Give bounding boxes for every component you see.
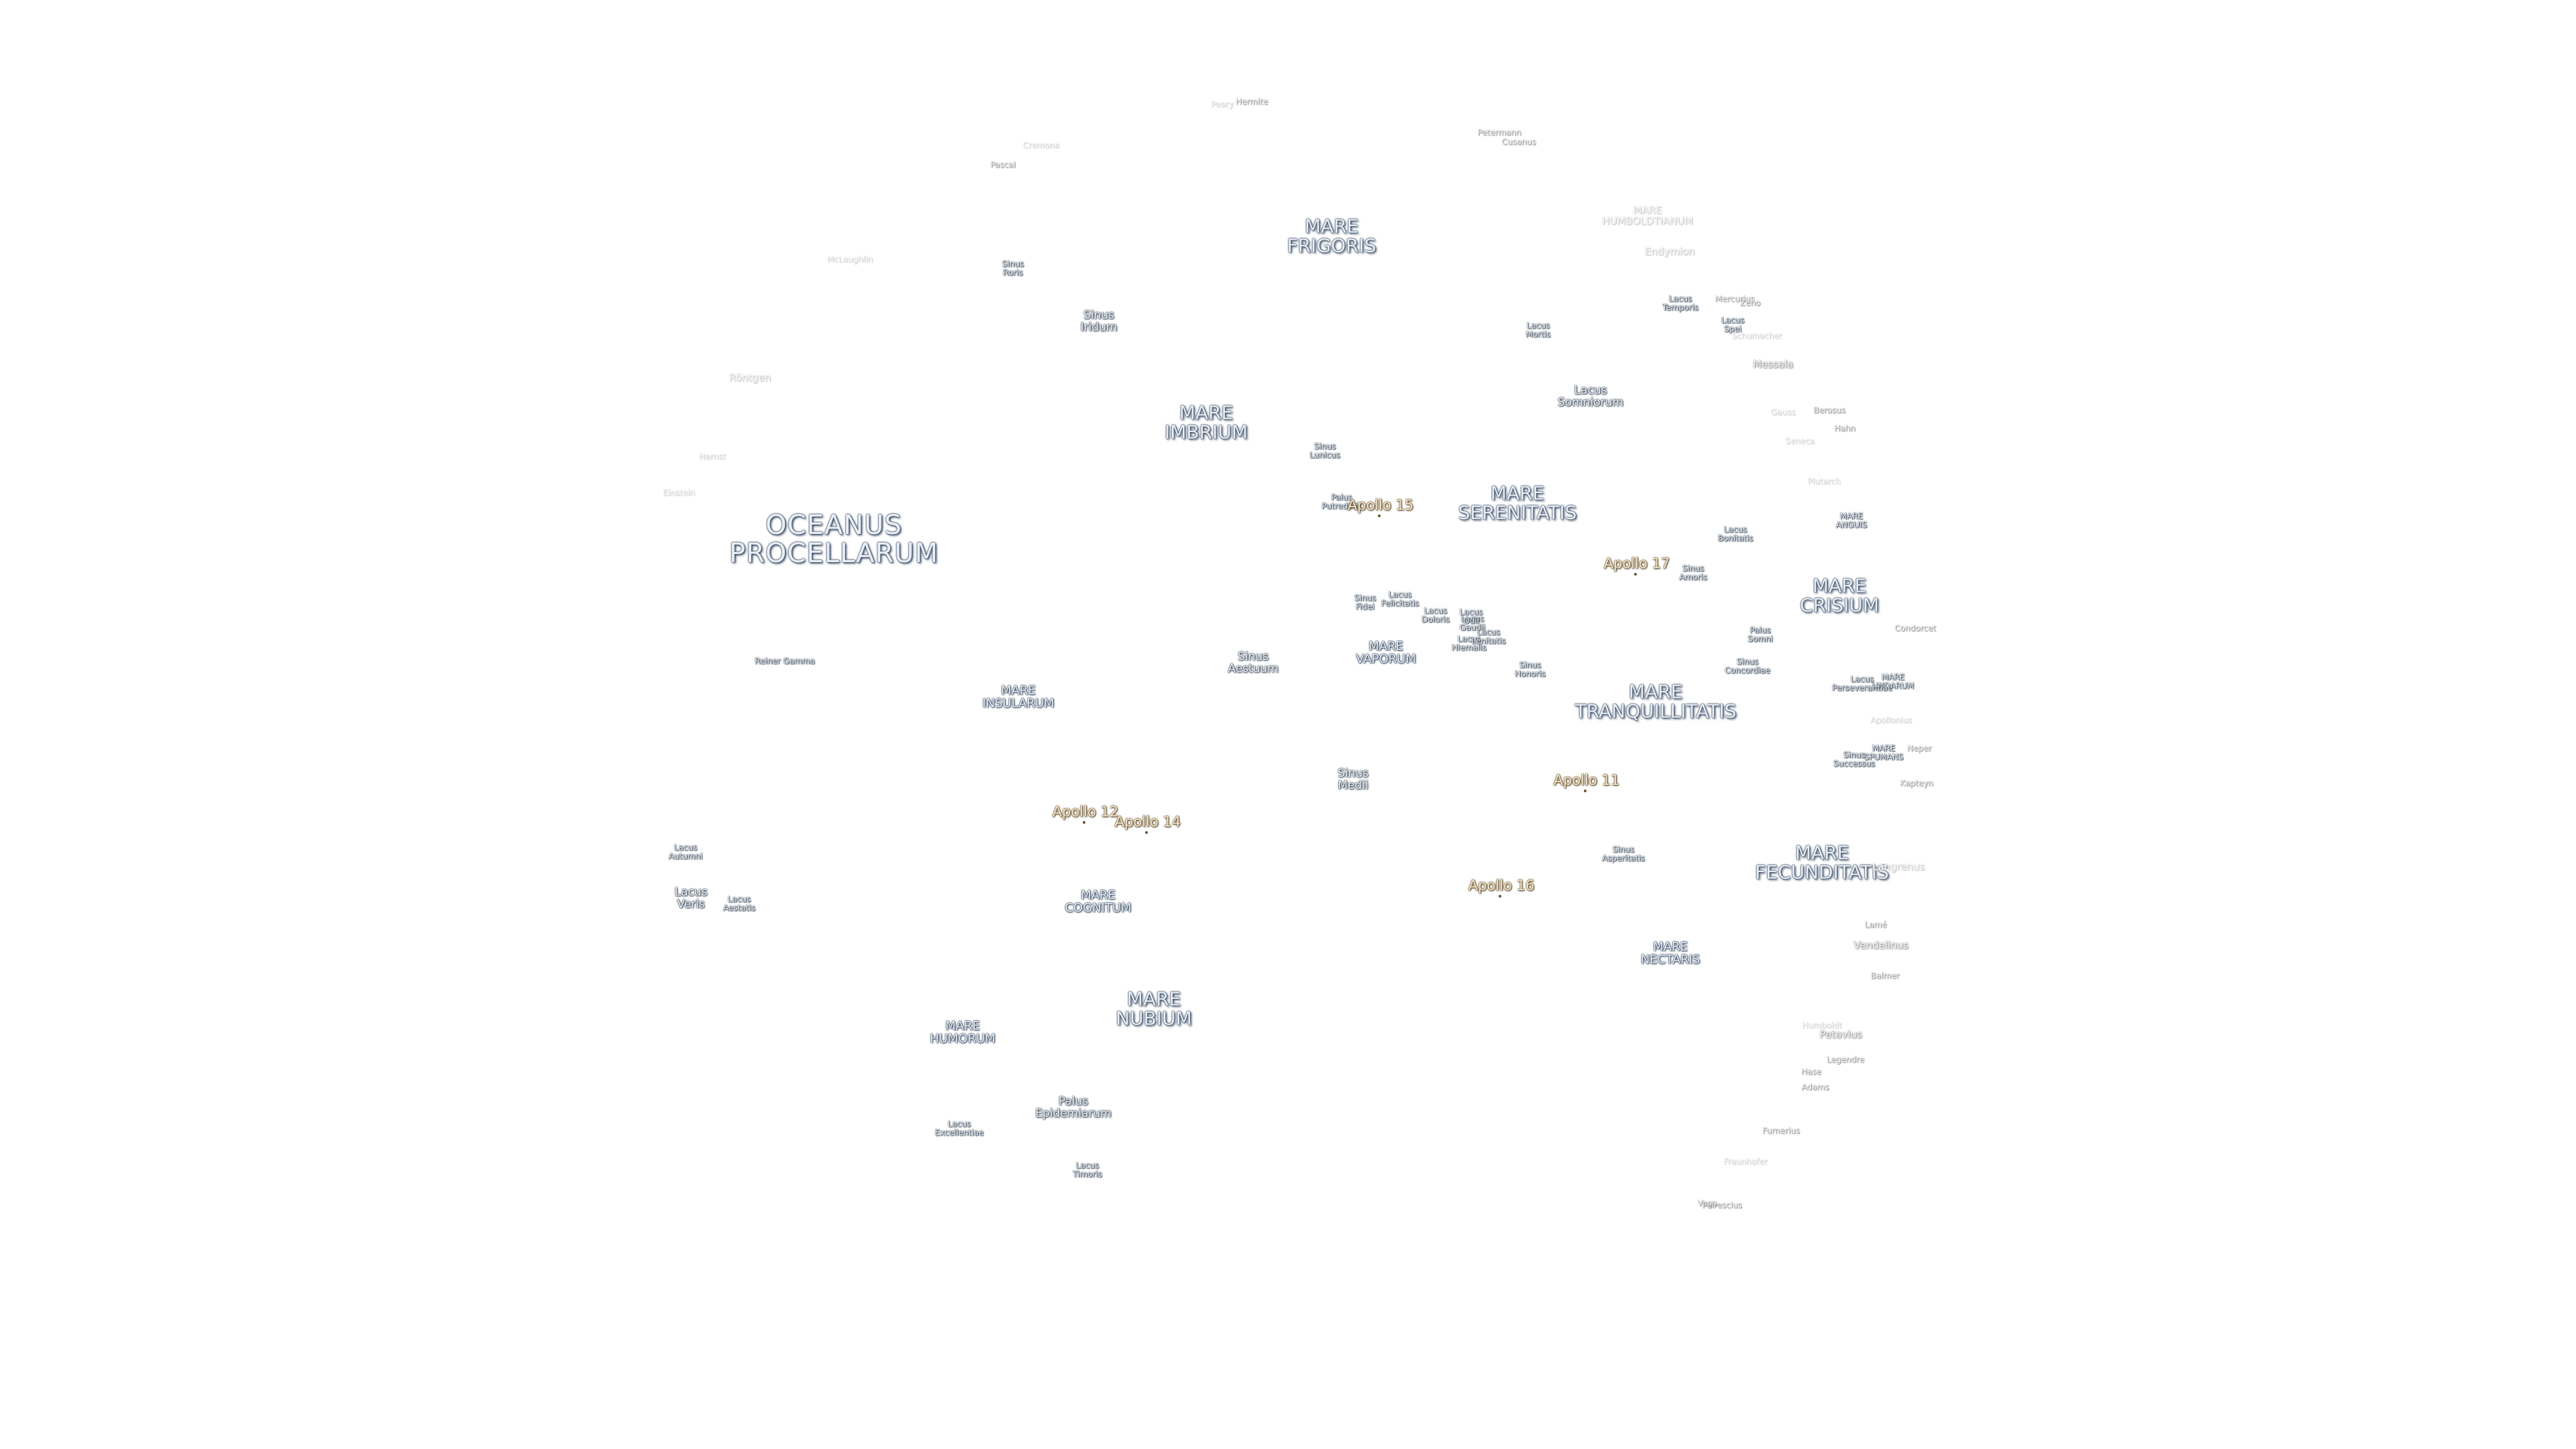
map-label-mare-humorum[interactable]: MARE HUMORUM [930, 1019, 996, 1046]
apollo-site-apollo-14[interactable]: Apollo 14 [1114, 813, 1181, 830]
map-label-neper[interactable]: Neper [1907, 743, 1932, 753]
map-label-mare-undarum[interactable]: MARE UNDARUM [1872, 672, 1915, 690]
map-label-sinus-honoris[interactable]: Sinus Honoris [1515, 660, 1546, 678]
map-label-mercurius[interactable]: Mercurius [1715, 294, 1755, 304]
map-label-mare-vaporum[interactable]: MARE VAPORUM [1356, 639, 1416, 666]
map-label-schumacher[interactable]: Schumacher [1731, 331, 1782, 341]
map-label-balmer[interactable]: Balmer [1870, 971, 1900, 981]
map-label-mare-serenitatis[interactable]: MARE SERENITATIS [1458, 482, 1577, 524]
map-label-lacus-veris[interactable]: Lacus Veris [674, 885, 708, 911]
apollo-site-marker [1145, 831, 1148, 834]
map-label-sinus-aestuum[interactable]: Sinus Aestuum [1228, 650, 1279, 676]
map-label-mare-spumans[interactable]: MARE SPUMANS [1864, 743, 1904, 761]
map-label-mare-fecunditatis[interactable]: MARE FECUNDITATIS [1755, 841, 1889, 883]
map-label-messala[interactable]: Messala [1752, 358, 1794, 371]
map-label-fraunhofer[interactable]: Fraunhofer [1723, 1157, 1768, 1167]
map-label-lacus-aestatis[interactable]: Lacus Aestatis [723, 894, 755, 912]
map-label-plutarch[interactable]: Plutarch [1807, 476, 1841, 486]
map-label-mare-cognitum[interactable]: MARE COGNITUM [1065, 888, 1132, 915]
map-label-vendelinus[interactable]: Vendelinus [1854, 939, 1909, 952]
apollo-site-marker [1634, 573, 1637, 576]
map-label-mare-anguis[interactable]: MARE ANGUIS [1835, 511, 1868, 529]
map-label-pascal[interactable]: Pascal [990, 160, 1016, 170]
apollo-site-marker [1499, 895, 1501, 898]
map-label-lacus-bonitatis[interactable]: Lacus Bonitatis [1717, 525, 1754, 543]
map-label-oceanus-procellarum[interactable]: OCEANUS PROCELLARUM [729, 510, 939, 569]
apollo-site-apollo-15[interactable]: Apollo 15 [1347, 496, 1414, 513]
map-label-sinus-amoris[interactable]: Sinus Amoris [1679, 564, 1707, 582]
map-label-condorcet[interactable]: Condorcet [1894, 623, 1936, 633]
apollo-site-apollo-11[interactable]: Apollo 11 [1553, 771, 1620, 788]
map-label-mare-frigoris[interactable]: MARE FRIGORIS [1287, 215, 1377, 257]
map-label-palus-somni[interactable]: Palus Somni [1748, 625, 1773, 643]
map-label-cremona[interactable]: Cremona [1022, 140, 1060, 150]
map-label-legendre[interactable]: Legendre [1826, 1055, 1865, 1065]
apollo-site-apollo-12[interactable]: Apollo 12 [1052, 803, 1119, 820]
map-label-mare-insularum[interactable]: MARE INSULARUM [982, 684, 1055, 710]
map-label-lacus-somniorum[interactable]: Lacus Somniorum [1558, 384, 1623, 409]
map-label-cusanus[interactable]: Cusanus [1501, 137, 1536, 147]
map-label-petermann[interactable]: Petermann [1477, 127, 1521, 138]
map-label-peirescius[interactable]: Peirescius [1702, 1200, 1742, 1210]
map-label-endymion[interactable]: Endymion [1644, 246, 1695, 258]
map-label-reiner-gamma[interactable]: Reiner Gamma [755, 656, 815, 666]
map-label-sinus-concordiae[interactable]: Sinus Concordiae [1725, 657, 1770, 675]
map-label-berosus[interactable]: Berosus [1813, 405, 1845, 415]
map-label-sinus-iridum[interactable]: Sinus Iridum [1080, 309, 1118, 334]
map-label-palus-putredinis[interactable]: Palus Putredinis [1322, 492, 1362, 511]
map-label-lacus-temporis[interactable]: Lacus Temporis [1662, 294, 1699, 312]
map-label-palus-epidemiarum[interactable]: Palus Epidemiarum [1035, 1095, 1112, 1120]
map-label-apollonius[interactable]: Apollonius [1870, 715, 1912, 725]
map-label-gauss[interactable]: Gauss [1770, 407, 1796, 417]
map-label-peary[interactable]: Peary [1211, 99, 1234, 109]
apollo-site-marker [1083, 821, 1085, 824]
map-label-petavius[interactable]: Petavius [1819, 1028, 1862, 1041]
map-label-sinus-roris[interactable]: Sinus Roris [1002, 259, 1024, 277]
apollo-site-apollo-17[interactable]: Apollo 17 [1603, 555, 1670, 572]
map-label-hahn[interactable]: Hahn [1834, 423, 1856, 433]
map-label-lacus-felicitatis[interactable]: Lacus Felicitatis [1381, 590, 1419, 608]
map-label-sinus-medii[interactable]: Sinus Medii [1338, 767, 1368, 792]
map-label-vega[interactable]: Vega [1697, 1198, 1717, 1208]
map-label-lacus-excellentiae[interactable]: Lacus Excellentiae [934, 1119, 984, 1137]
map-label-mclaughlin[interactable]: McLaughlin [826, 254, 873, 264]
map-label-lacus-lenitatis[interactable]: Lacus Lenitatis [1471, 627, 1506, 645]
map-label-lacus-doloris[interactable]: Lacus Doloris [1421, 606, 1450, 624]
map-label-lacus-perseverantiae[interactable]: Lacus Perseverantiae [1832, 674, 1892, 692]
map-label-lam[interactable]: Lamé [1864, 920, 1887, 930]
map-label-lacus-autumni[interactable]: Lacus Autumni [668, 843, 703, 861]
map-label-seneca[interactable]: Seneca [1785, 436, 1815, 446]
map-label-sinus-lunicus[interactable]: Sinus Lunicus [1309, 441, 1340, 460]
map-label-mare-nectaris[interactable]: MARE NECTARIS [1640, 940, 1701, 967]
map-label-langrenus[interactable]: Langrenus [1872, 861, 1925, 873]
apollo-site-apollo-16[interactable]: Apollo 16 [1468, 877, 1535, 894]
map-label-furnerius[interactable]: Furnerius [1762, 1126, 1800, 1136]
map-label-lacus-mortis[interactable]: Lacus Mortis [1525, 321, 1551, 339]
map-label-lacus-odii[interactable]: Lacus Odii [1459, 607, 1483, 625]
map-label-lacus-gaudii[interactable]: Lacus Gaudii [1459, 614, 1486, 632]
map-label-humboldt[interactable]: Humboldt [1802, 1020, 1842, 1030]
map-label-sinus-asperitatis[interactable]: Sinus Asperitatis [1601, 845, 1646, 863]
map-label-lacus-timoris[interactable]: Lacus Timoris [1073, 1161, 1102, 1179]
map-label-hase[interactable]: Hase [1801, 1067, 1822, 1077]
map-label-sinus-successus[interactable]: Sinus Successus [1833, 750, 1876, 768]
map-label-lacus-hiemalis[interactable]: Lacus Hiemalis [1452, 634, 1487, 652]
map-label-einstein[interactable]: Einstein [663, 488, 695, 498]
map-label-nernst[interactable]: Nernst [699, 451, 726, 462]
map-label-zeno[interactable]: Zeno [1739, 298, 1761, 308]
map-label-hermite[interactable]: Hermite [1235, 97, 1269, 107]
map-label-mare-nubium[interactable]: MARE NUBIUM [1116, 987, 1192, 1030]
apollo-site-marker [1378, 515, 1381, 517]
map-label-lacus-spei[interactable]: Lacus Spei [1721, 315, 1745, 333]
map-label-mare-tranquillitatis[interactable]: MARE TRANQUILLITATIS [1574, 680, 1737, 722]
map-label-mare-imbrium[interactable]: MARE IMBRIUM [1165, 401, 1248, 443]
apollo-site-marker [1584, 790, 1587, 792]
map-label-mare-crisium[interactable]: MARE CRISIUM [1800, 574, 1879, 616]
map-label-kapteyn[interactable]: Kapteyn [1900, 778, 1933, 788]
map-label-adams[interactable]: Adams [1801, 1082, 1829, 1092]
map-label-mare-humboldtianum[interactable]: MARE HUMBOLDTIANUM [1602, 204, 1693, 227]
map-label-rntgen[interactable]: Röntgen [729, 372, 771, 384]
map-label-sinus-fidei[interactable]: Sinus Fidei [1354, 593, 1377, 611]
